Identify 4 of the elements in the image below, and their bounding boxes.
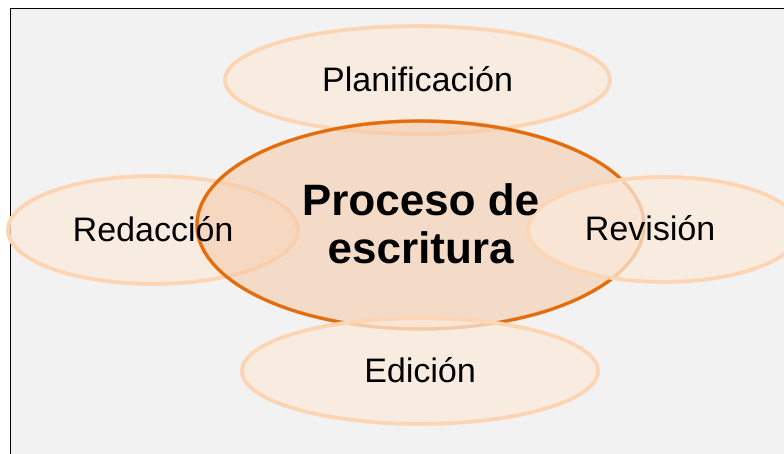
stage-label: Planificación xyxy=(322,62,513,98)
stage-label: Edición xyxy=(364,352,476,390)
stage-label: Revisión xyxy=(584,211,716,248)
central-title: Proceso de escritura xyxy=(300,177,540,273)
